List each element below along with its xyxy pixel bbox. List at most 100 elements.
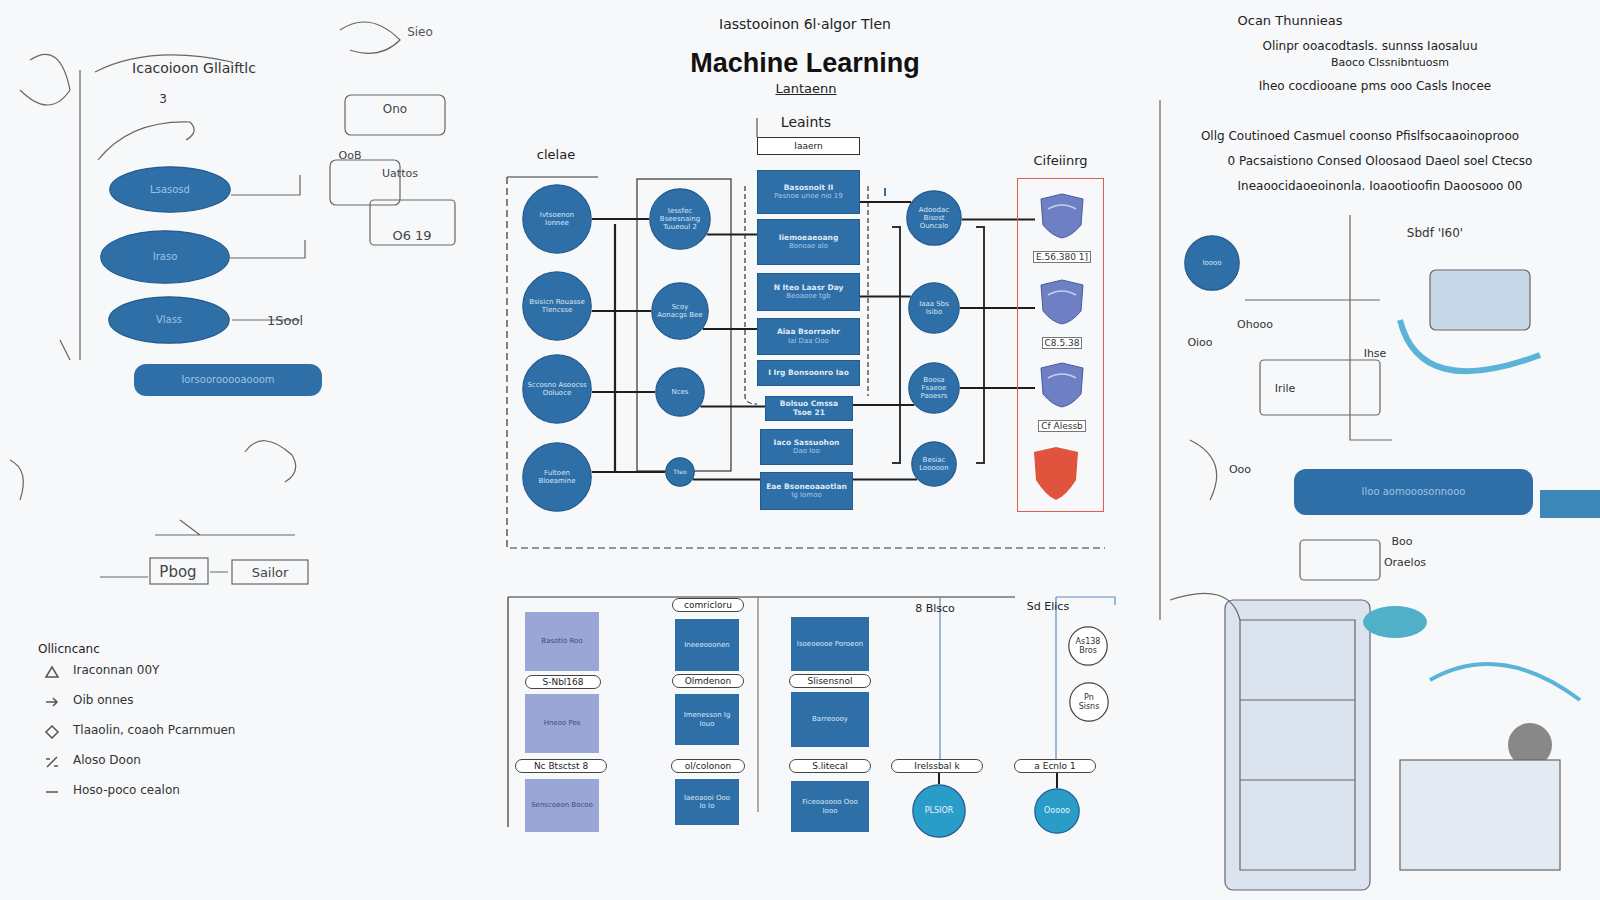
- text-wrap: Ineeeooonen: [675, 619, 739, 671]
- node-subtext: Beoaooe tgb: [786, 292, 830, 300]
- text-label: Baoco Clssnibntuosm: [1331, 57, 1449, 70]
- node-text: Iraso: [153, 251, 178, 263]
- node-shape: [1185, 236, 1239, 290]
- node-text: ol/colonon: [685, 761, 731, 771]
- leader-line: [756, 118, 757, 137]
- node-shape: [656, 368, 704, 416]
- pill-label: Nc Btsctst 8: [515, 759, 607, 773]
- shield-detail: [1048, 374, 1076, 378]
- node-shape: [1035, 789, 1079, 833]
- pill-label: ol/colonon: [671, 759, 745, 773]
- teal-circle: PLSIOR: [912, 784, 966, 838]
- text-label: Icacoioon Gllaiftlc: [132, 60, 256, 76]
- connector: [960, 307, 1035, 309]
- node-shape: [1069, 627, 1107, 665]
- node-text: Pn Sisns: [1074, 693, 1104, 711]
- legend-icon: [44, 755, 60, 769]
- legend-text: Oib onnes: [73, 694, 133, 708]
- shield-detail: [1048, 291, 1076, 295]
- shield-node: C8.5.38: [1035, 279, 1089, 349]
- connector: [592, 471, 665, 473]
- node-text: Ineeeooonen: [684, 641, 729, 649]
- process-box: Iaco SassuohonDao Ioo: [760, 429, 853, 465]
- node-text: Iaeoaooi Ooo Io Io: [680, 794, 734, 810]
- pill-label: Slisensnol: [789, 674, 871, 688]
- divider-line: [1055, 597, 1056, 759]
- frame-line: [507, 176, 598, 177]
- legend-icon: [44, 695, 60, 709]
- connector: [707, 234, 757, 236]
- node-subtext: Ial Daa Ooo: [788, 337, 829, 345]
- text-wrap: S.litecal: [790, 760, 870, 772]
- text-wrap: Iessfec Bseesnaing Tuueoul 2: [649, 188, 711, 250]
- sketch-box: [1400, 760, 1560, 870]
- connector: [1056, 773, 1058, 788]
- connector: [960, 387, 1035, 389]
- text-label: Olinpr ooacodtasls. sunnss Iaosaluu: [1263, 40, 1478, 54]
- node-shape: [909, 363, 959, 413]
- node-text: Hneoo Pos: [544, 719, 581, 727]
- blue-box: Barreoooy: [791, 692, 869, 747]
- node-text: Ivtsoenon Ionnee: [527, 211, 587, 227]
- legend-icon-shape: [46, 726, 58, 738]
- node-text: I Irg Bonsoonro Iao: [768, 369, 849, 378]
- node-text: S.litecal: [812, 761, 848, 771]
- blue-band: Iloo aomooosonnooo: [1294, 469, 1533, 515]
- text-label: Uattos: [382, 168, 418, 181]
- blue-circle: Nces: [655, 367, 705, 417]
- sketch-line: [20, 54, 70, 105]
- process-box: I Irg Bonsoonro Iao: [757, 360, 860, 386]
- node-text: Basotlo Roo: [541, 637, 582, 645]
- text-label: Ono: [383, 103, 407, 117]
- text-label: 3: [159, 93, 167, 107]
- text-label: Leaints: [781, 114, 831, 130]
- text-label: clelae: [537, 148, 575, 163]
- pill-label: Olmdenon: [672, 674, 744, 688]
- node-text: Iorsoorooooaooom: [181, 374, 274, 386]
- text-wrap: Basosnoit IIPasnoe unoe nio 19: [758, 171, 859, 213]
- text-label: Iasstooinon 6l·algor Tlen: [719, 16, 891, 32]
- text-label: Ollg Coutinoed Casmuel coonso Pfislfsoca…: [1201, 130, 1519, 144]
- legend-icon: [44, 725, 60, 739]
- node-text: Vlass: [156, 314, 182, 326]
- node-text: Irelssbal k: [914, 761, 959, 771]
- node-shape: [523, 355, 591, 423]
- text-label: Sailor: [252, 566, 289, 581]
- node-text: Iiemoeaeoang: [779, 234, 839, 243]
- pill-label: Irelssbal k: [891, 759, 983, 773]
- node-text: Ooooo: [1044, 806, 1070, 815]
- text-wrap: Isoeoeooe Poroeon: [791, 617, 869, 671]
- text-label: Ocan Thunnieas: [1238, 14, 1343, 29]
- node-shape: [913, 785, 965, 837]
- blue-circle: Scoy Aonacgs Bee: [651, 282, 709, 340]
- text-wrap: Boosa Fsaeoe Paoesrs: [908, 362, 960, 414]
- group-outline: [637, 179, 731, 471]
- node-text: As138 Bros: [1073, 637, 1103, 655]
- text-label: Pbog: [159, 564, 196, 581]
- node-text: Boosa Fsaeoe Paoesrs: [913, 376, 955, 400]
- light-box: Basotlo Roo: [525, 612, 599, 671]
- shield-icon: [1034, 447, 1078, 500]
- legend-text: Iraconnan 00Y: [73, 664, 159, 678]
- process-box: IiemoeaeoangBonoae alo: [757, 219, 860, 265]
- small-circle: Pn Sisns: [1069, 682, 1109, 722]
- text-wrap: IiemoeaeoangBonoae alo: [758, 220, 859, 264]
- node-text: Ficeoaoooo Ooo Iooo: [796, 798, 864, 814]
- node-shape: [523, 185, 591, 253]
- node-text: Eae Bsoneoaaotlan: [766, 483, 847, 492]
- sketch-line: [245, 441, 296, 482]
- text-label: Sbdf 'I60': [1407, 227, 1463, 241]
- legend-icon: [44, 785, 60, 799]
- connector: [700, 406, 765, 408]
- frame-dashed: [507, 177, 1105, 548]
- node-shape: [1041, 280, 1083, 324]
- left-sketch: [10, 22, 455, 584]
- blue-circle: Ivtsoenon Ionnee: [522, 184, 592, 254]
- node-text: Adoodac Bisost Ouncalo: [911, 206, 957, 230]
- node-text: Imenesson Ig Iouo: [680, 711, 734, 727]
- connector: [693, 479, 760, 481]
- frame-line: [508, 596, 1015, 597]
- node-text: Iaco Sassuohon: [774, 439, 840, 448]
- blue-circle: Tteo: [665, 457, 695, 487]
- center-frame: [507, 118, 1115, 827]
